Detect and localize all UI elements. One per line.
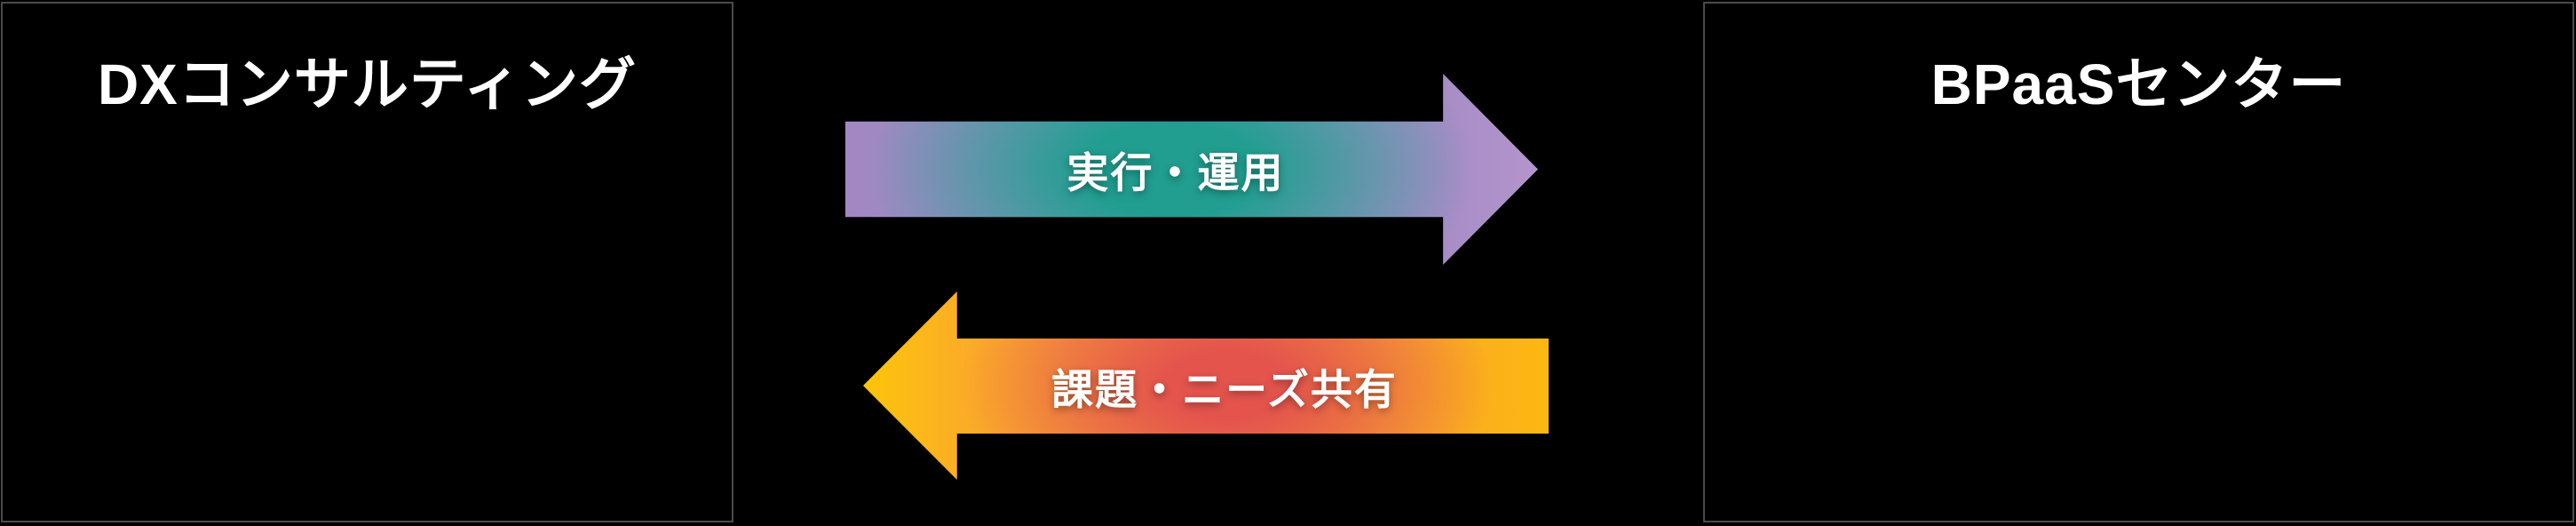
execution-operation-label: 実行・運用 — [1066, 149, 1285, 196]
dx-consulting-box: DXコンサルティング — [1, 2, 733, 522]
execution-operation-arrow-right: 実行・運用 — [845, 74, 1538, 265]
bpaas-center-title: BPaaSセンター — [1930, 52, 2347, 116]
dx-consulting-title: DXコンサルティング — [97, 52, 638, 116]
bpaas-center-box: BPaaSセンター — [1703, 2, 2574, 522]
issues-needs-arrow-left: 課題・ニーズ共有 — [863, 291, 1549, 480]
issues-needs-label: 課題・ニーズ共有 — [1051, 365, 1398, 413]
